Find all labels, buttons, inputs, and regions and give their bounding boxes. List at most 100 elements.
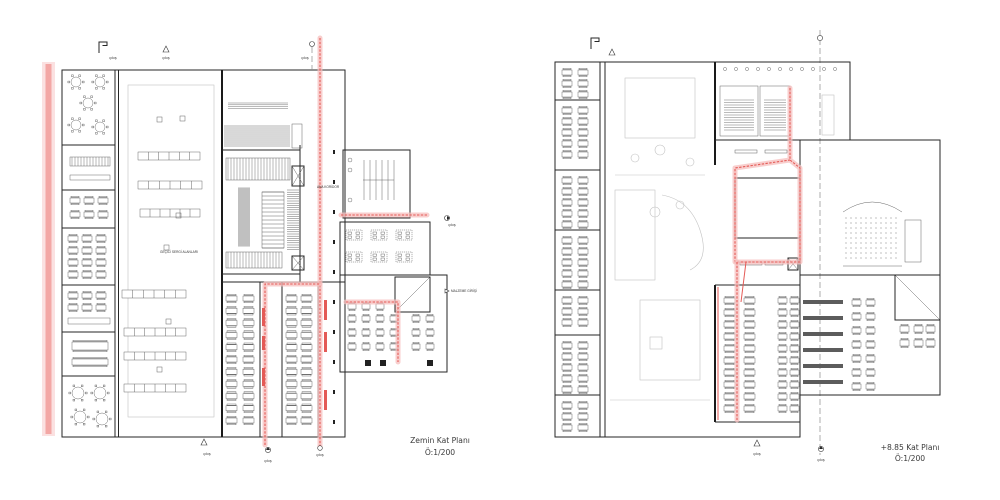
seat: [885, 247, 887, 249]
chair: [74, 408, 77, 411]
chair: [724, 411, 735, 414]
seat: [855, 242, 857, 244]
red-panel: [262, 308, 265, 326]
table: [561, 353, 573, 360]
seat: [875, 237, 877, 239]
chair: [95, 87, 98, 90]
chair: [852, 312, 861, 314]
chair: [744, 327, 755, 330]
table: [577, 221, 589, 228]
table-group: [370, 251, 388, 263]
chair: [68, 291, 78, 293]
table: [225, 308, 238, 314]
chair: [562, 243, 572, 246]
chair: [578, 374, 588, 376]
chair: [70, 203, 80, 206]
chair: [96, 291, 106, 293]
table: [789, 393, 800, 400]
ground-floor-walls: [61, 69, 448, 438]
table: [925, 325, 936, 333]
table: [411, 329, 421, 336]
chair: [790, 351, 799, 354]
upper-floor-route: [717, 85, 803, 423]
table: [242, 344, 255, 350]
chair: [226, 411, 237, 413]
chair: [866, 368, 875, 370]
chair: [744, 392, 755, 394]
table: [95, 235, 107, 242]
chair: [243, 416, 254, 418]
table: [851, 355, 862, 362]
table: [777, 345, 788, 352]
chair: [82, 298, 92, 301]
chair: [778, 404, 787, 406]
table: [285, 393, 298, 399]
seat: [860, 222, 862, 224]
table: [285, 369, 298, 375]
table: [347, 235, 352, 239]
highlight-band: [45, 64, 52, 434]
seat: [895, 252, 897, 254]
light-fixture: [822, 67, 826, 71]
chair: [107, 391, 110, 395]
chair: [243, 350, 254, 352]
void-outline: [624, 77, 696, 139]
table: [723, 345, 736, 352]
chair: [286, 391, 297, 394]
chair: [866, 326, 875, 328]
chair: [362, 328, 370, 330]
table: [743, 345, 756, 352]
seat: [845, 222, 847, 224]
table: [723, 369, 736, 376]
table: [405, 253, 410, 257]
table: [347, 329, 357, 336]
chair: [226, 379, 237, 382]
table: [95, 259, 107, 266]
chair: [790, 392, 799, 394]
table: [225, 369, 238, 375]
table: [225, 393, 238, 399]
chair: [98, 209, 108, 212]
chair: [348, 321, 356, 324]
chair: [578, 149, 588, 152]
chair: [562, 287, 572, 290]
chair: [744, 332, 755, 334]
workbench: [803, 364, 843, 368]
chair: [790, 332, 799, 334]
chair: [82, 258, 92, 260]
chair: [286, 338, 297, 340]
chair: [562, 374, 572, 376]
table: [361, 329, 371, 336]
chair: [67, 123, 70, 127]
chair: [376, 321, 384, 324]
chair: [362, 321, 370, 324]
seat: [880, 227, 882, 229]
route-line: [264, 283, 320, 445]
chair: [562, 75, 572, 77]
round-table: [82, 97, 94, 109]
chair: [96, 245, 106, 248]
chair: [724, 332, 735, 334]
chair: [744, 399, 755, 402]
entrance-arrow-icon: [444, 288, 450, 294]
chair: [778, 308, 787, 310]
table: [355, 253, 360, 257]
chair: [866, 375, 875, 378]
chair: [578, 113, 588, 115]
chair: [301, 318, 312, 321]
chair: [82, 241, 92, 244]
table: [300, 381, 313, 387]
chair: [106, 80, 109, 84]
chair: [578, 124, 588, 126]
chair: [301, 399, 312, 401]
chair: [562, 325, 572, 328]
table: [777, 309, 788, 316]
chair: [71, 130, 74, 133]
chair: [744, 387, 755, 390]
exit-label: çıkış: [448, 223, 456, 227]
table-group: [345, 229, 363, 241]
seat: [845, 237, 847, 239]
chair: [578, 186, 588, 189]
chair: [78, 74, 81, 77]
chair: [362, 335, 370, 338]
